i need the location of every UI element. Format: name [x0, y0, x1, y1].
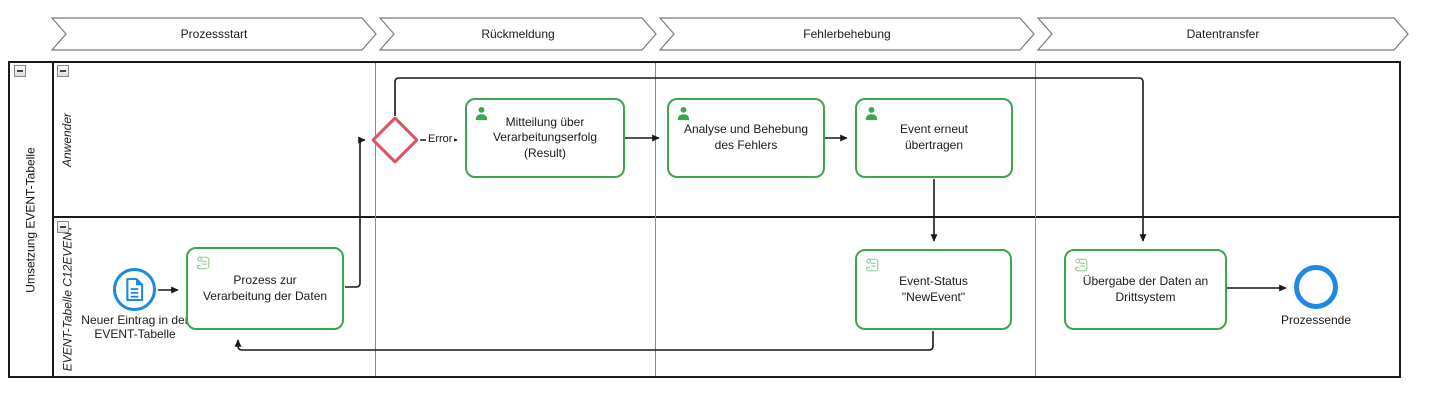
- pool-title: Umsetzung EVENT-Tabelle: [24, 146, 38, 293]
- task-mitteilung[interactable]: Mitteilung über Verarbeitungserfolg (Res…: [465, 98, 625, 178]
- task-event-erneut[interactable]: Event erneut übertragen: [855, 98, 1013, 178]
- task-uebergabe[interactable]: Übergabe der Daten an Drittsystem: [1064, 249, 1227, 330]
- phase-column-line-2: [655, 63, 656, 376]
- script-icon: [196, 256, 210, 270]
- script-icon: [865, 258, 879, 272]
- task-label: Mitteilung über Verarbeitungserfolg (Res…: [492, 114, 598, 160]
- user-icon: [865, 106, 878, 121]
- user-icon: [677, 106, 690, 121]
- end-event-label: Prozessende: [1280, 313, 1352, 327]
- lane-anwender-label: Anwender: [60, 112, 75, 167]
- task-analyse[interactable]: Analyse und Behebung des Fehlers: [667, 98, 825, 178]
- pool-collapse-icon[interactable]: [14, 65, 26, 77]
- task-verarbeitung[interactable]: Prozess zur Verarbeitung der Daten: [186, 247, 344, 330]
- phase-datentransfer[interactable]: Datentransfer: [1186, 27, 1260, 41]
- lane1-collapse-icon[interactable]: [57, 65, 69, 77]
- start-event[interactable]: [113, 268, 156, 311]
- lane-anwender[interactable]: Anwender: [54, 63, 80, 216]
- pool-header-divider: [52, 61, 54, 378]
- task-label: Übergabe der Daten an Drittsystem: [1082, 273, 1209, 304]
- task-event-status[interactable]: Event-Status "NewEvent": [855, 249, 1012, 330]
- user-icon: [475, 106, 488, 121]
- end-event[interactable]: [1294, 265, 1338, 309]
- task-label: Event erneut übertragen: [899, 122, 969, 152]
- document-icon: [126, 277, 144, 302]
- phase-fehlerbehebung[interactable]: Fehlerbehebung: [803, 27, 891, 41]
- task-label: Prozess zur Verarbeitung der Daten: [202, 272, 328, 303]
- lane-divider: [53, 216, 1400, 218]
- task-label: Event-Status "NewEvent": [899, 273, 968, 304]
- error-flow-label: Error: [426, 133, 455, 145]
- phase-column-line-3: [1035, 63, 1036, 376]
- start-event-label: Neuer Eintrag in der EVENT-Tabelle: [81, 313, 189, 342]
- phase-rueckmeldung[interactable]: Rückmeldung: [481, 27, 555, 41]
- lane-event-tabelle[interactable]: EVENT-Tabelle C12EVENT: [54, 219, 80, 376]
- task-label: Analyse und Behebung des Fehlers: [683, 122, 809, 152]
- phase-column-line-1: [375, 63, 376, 376]
- lane2-collapse-icon[interactable]: [57, 221, 69, 233]
- phase-prozessstart[interactable]: Prozessstart: [180, 27, 248, 41]
- lane-event-tabelle-label: EVENT-Tabelle C12EVENT: [60, 224, 75, 371]
- script-icon: [1074, 258, 1088, 272]
